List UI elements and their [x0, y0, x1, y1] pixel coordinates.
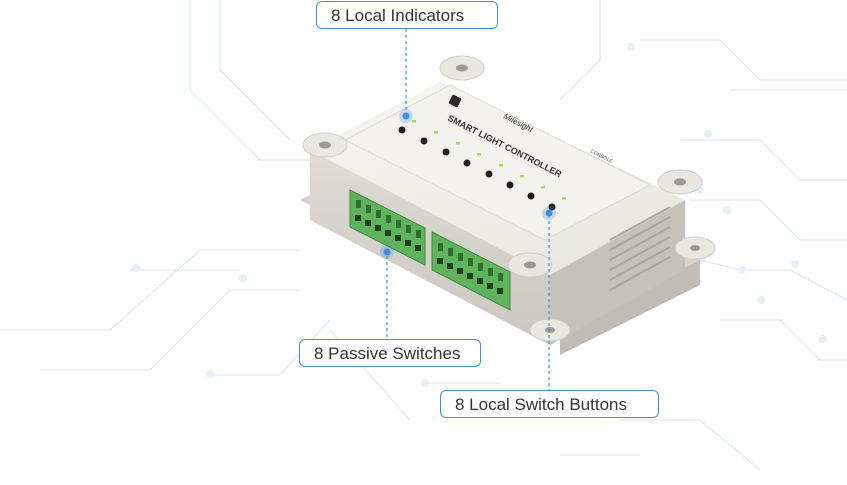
indicator-leds — [412, 120, 566, 200]
vent-slats — [609, 206, 671, 291]
circuit-background — [0, 0, 847, 471]
callout-local-switch-buttons: 8 Local Switch Buttons — [440, 390, 659, 418]
switch-buttons — [398, 126, 556, 211]
callout-markers — [380, 109, 556, 259]
callout-local-indicators: 8 Local Indicators — [316, 1, 498, 29]
circuit-nodes — [132, 43, 827, 387]
callout-leaders — [386, 29, 550, 390]
nfc-icon — [448, 94, 462, 108]
terminal-screws — [356, 200, 503, 281]
callout-passive-switches: 8 Passive Switches — [299, 339, 481, 367]
screw-holes — [319, 64, 700, 333]
terminal-openings — [355, 215, 503, 294]
terminal-blocks — [349, 189, 511, 311]
